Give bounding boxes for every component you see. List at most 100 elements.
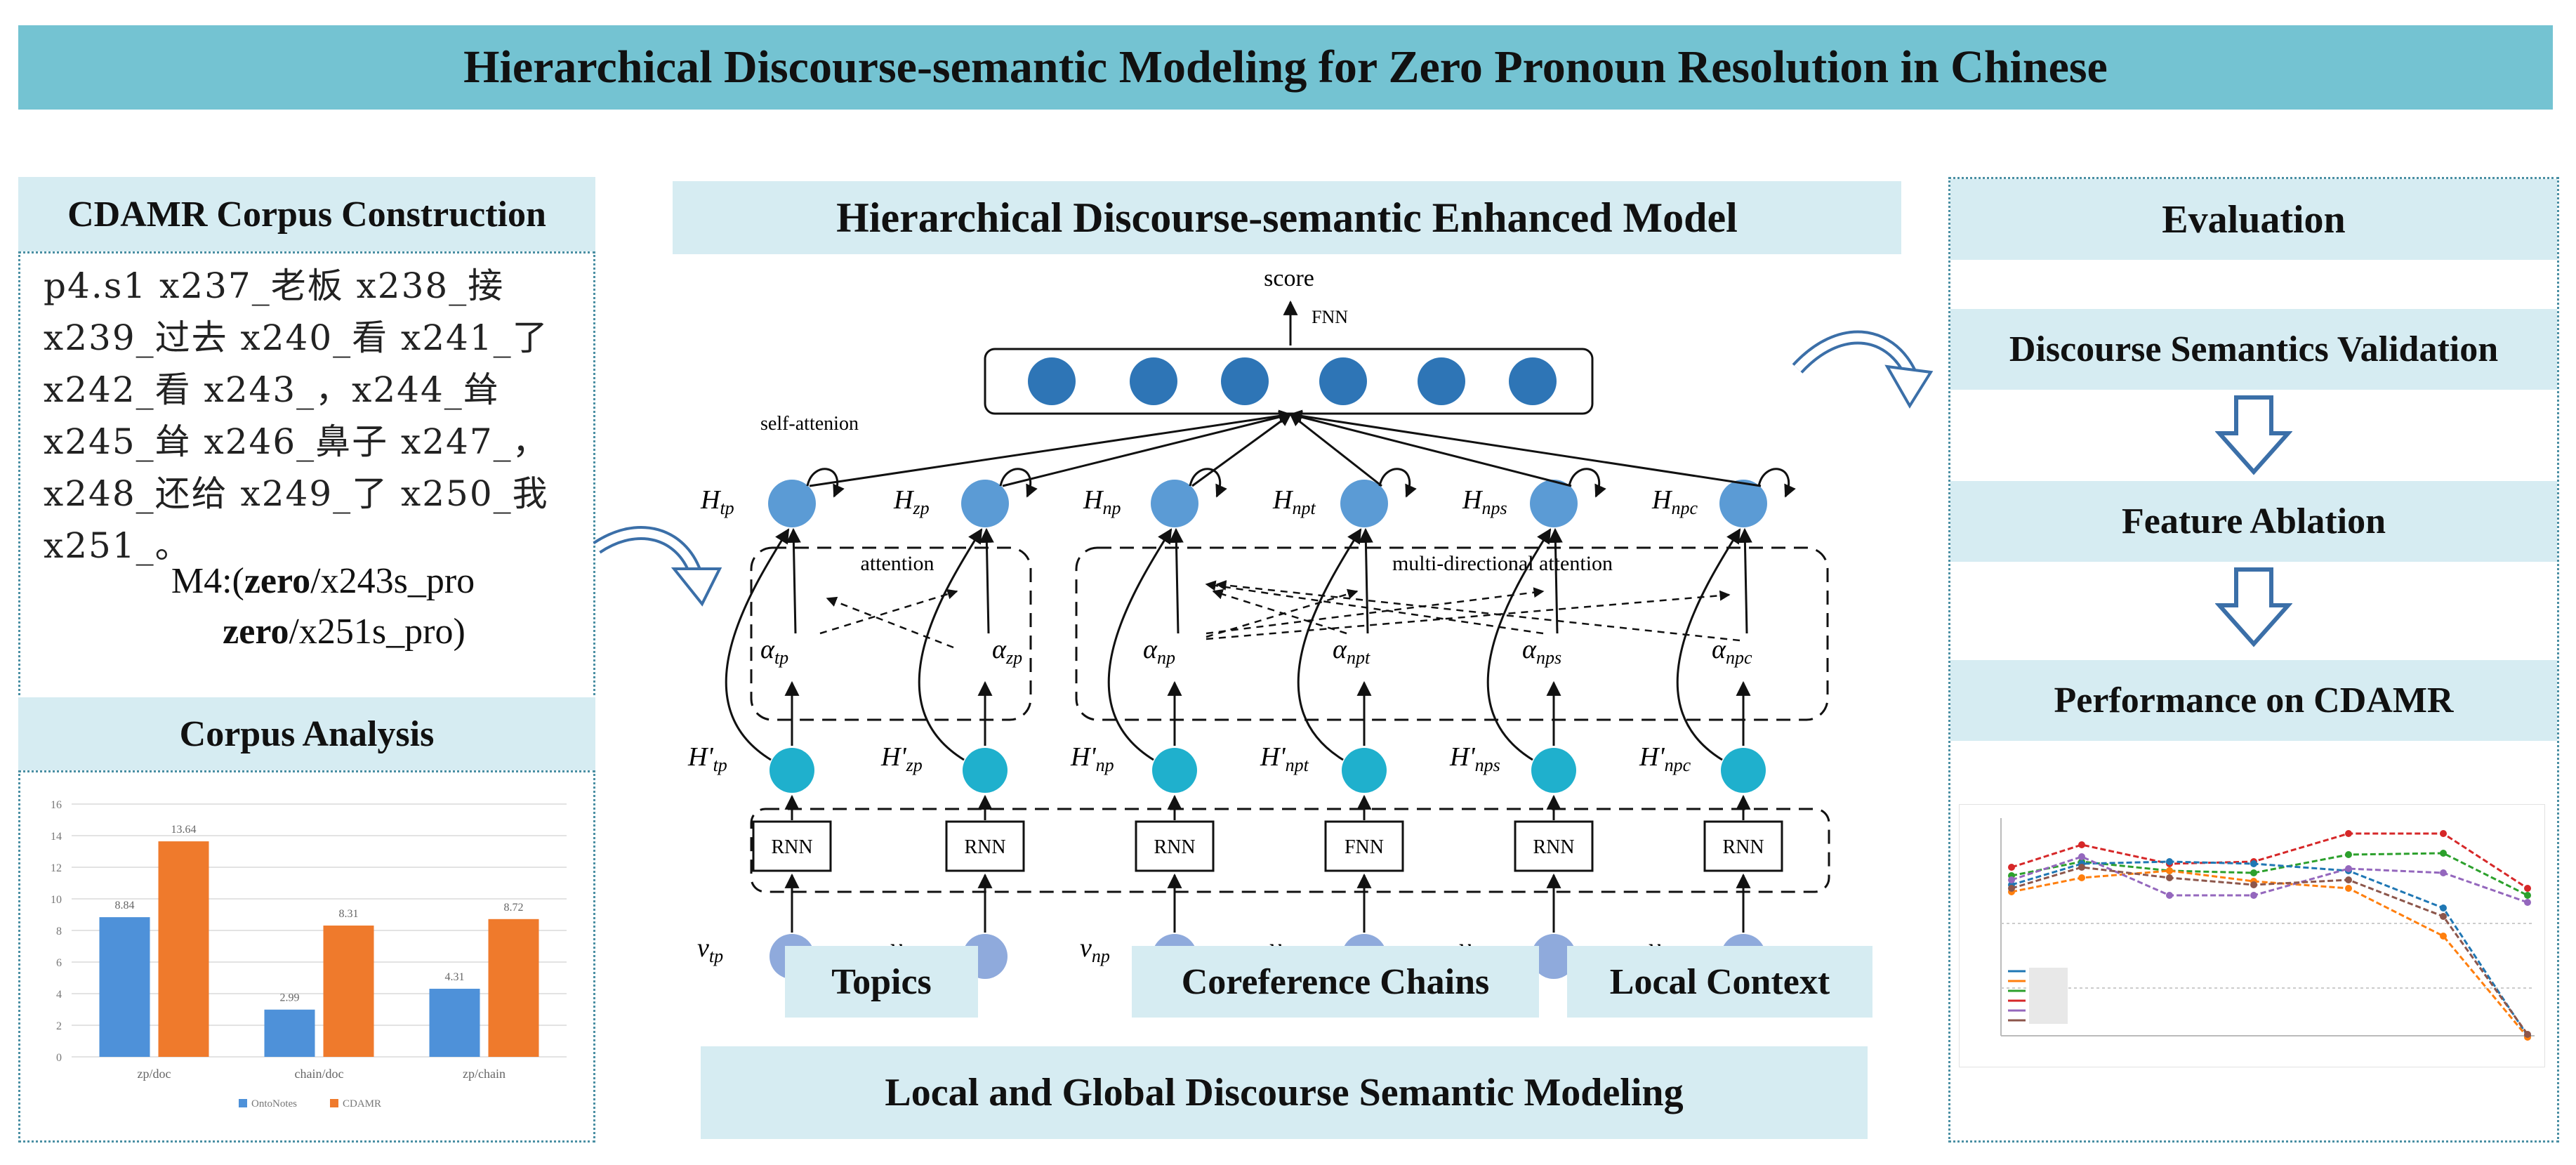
performance-step: Performance on CDAMR — [1950, 660, 2557, 741]
topics-label: Topics — [785, 946, 978, 1018]
corpus-construction-header: CDAMR Corpus Construction — [18, 177, 595, 251]
encoder-box-tp — [752, 820, 832, 872]
evaluation-header: Evaluation — [1950, 179, 2557, 260]
hprime-label-np: H'np — [1070, 742, 1114, 775]
m4-prefix: M4:( — [171, 561, 244, 601]
h-node-npt — [1340, 480, 1388, 527]
perf-point — [2078, 874, 2085, 881]
encoder-box-npc — [1703, 820, 1783, 872]
bar-ontonotes-1 — [264, 1009, 315, 1057]
corpus-example-text: p4.s1 x237_老板 x238_接 x239_过去 x240_看 x241… — [44, 265, 549, 566]
bar-value-label: 4.31 — [445, 971, 465, 983]
encoder-box-npt — [1324, 820, 1404, 872]
legend-label: OntoNotes — [251, 1098, 297, 1110]
perf-point — [2250, 881, 2257, 888]
y-tick-label: 0 — [56, 1052, 62, 1064]
alpha-label-nps: αnps — [1522, 635, 1561, 668]
arrow-alpha-to-h — [1168, 527, 1184, 634]
attention-region — [750, 546, 1032, 721]
arrow-alpha-to-h — [979, 527, 994, 634]
hprime-node-npc — [1721, 748, 1766, 793]
m4-part-2: /x251s_pro) — [289, 612, 465, 652]
perf-point — [2250, 860, 2257, 867]
perf-point — [2166, 867, 2173, 874]
perf-point — [2345, 876, 2352, 883]
perf-point — [2345, 851, 2352, 858]
local-context-label: Local Context — [1567, 946, 1872, 1018]
perf-point — [2524, 885, 2531, 892]
y-tick-label: 10 — [51, 894, 62, 906]
perf-point — [2008, 876, 2015, 883]
self-loop — [1378, 468, 1417, 498]
attention-arrows — [819, 579, 1741, 649]
m4-zero-1: zero — [244, 561, 311, 601]
y-tick-label: 12 — [51, 862, 62, 874]
bar-value-label: 8.84 — [115, 900, 135, 911]
arrow-alpha-to-h — [1547, 527, 1563, 634]
bar-ontonotes-2 — [429, 989, 480, 1057]
encoder-label: FNN — [1345, 836, 1384, 858]
perf-point — [2250, 869, 2257, 876]
fusion-arrow — [1002, 411, 1292, 487]
h-label-npc: Hnpc — [1651, 485, 1698, 518]
performance-legend — [2008, 968, 2068, 1024]
perf-point — [2524, 1031, 2531, 1038]
bar-cdamr-0 — [158, 841, 209, 1057]
output-node — [1130, 357, 1177, 405]
attention-arrow — [1212, 588, 1347, 635]
perf-point — [2440, 904, 2447, 911]
y-tick-label: 2 — [56, 1020, 62, 1032]
bar-cdamr-1 — [323, 926, 374, 1057]
fusion-arrows — [809, 409, 1762, 487]
hprime-node-np — [1152, 748, 1197, 793]
output-nodes — [1028, 357, 1557, 405]
y-tick-label: 16 — [51, 799, 62, 811]
self-loop — [1568, 468, 1606, 498]
encoder-box-nps — [1514, 820, 1594, 872]
chart-legend: OntoNotes CDAMR — [239, 1098, 381, 1110]
bar-value-label: 13.64 — [171, 824, 197, 836]
bar-ontonotes-0 — [99, 917, 150, 1057]
attention-arrow — [1206, 590, 1731, 640]
x-category-label: chain/doc — [295, 1067, 344, 1081]
alpha-label-npt: αnpt — [1333, 635, 1370, 668]
perf-point — [2440, 869, 2447, 876]
hprime-label-npc: H'npc — [1639, 742, 1691, 775]
perf-point — [2440, 850, 2447, 857]
alpha-label-zp: αzp — [992, 635, 1022, 668]
zero-pronoun-annotation: M4:(zero/x243s_pro zero/x251s_pro) — [77, 556, 569, 657]
legend-label: CDAMR — [343, 1098, 381, 1110]
fusion-arrow — [1289, 411, 1572, 487]
perf-point — [2345, 885, 2352, 892]
attention-arrow — [826, 596, 954, 649]
fusion-arrow — [809, 409, 1292, 487]
encoder-box-np — [1135, 820, 1215, 872]
h-node-np — [1151, 480, 1198, 527]
h-node-nps — [1530, 480, 1578, 527]
encoder-box-zp — [945, 820, 1025, 872]
page-title: Hierarchical Discourse-semantic Modeling… — [18, 25, 2553, 110]
discourse-semantics-validation-step: Discourse Semantics Validation — [1950, 309, 2557, 390]
hprime-node-zp — [963, 748, 1008, 793]
residual-arrow — [725, 528, 790, 761]
legend-swatch — [239, 1099, 247, 1107]
h-label-np: Hnp — [1083, 485, 1121, 518]
feature-ablation-step: Feature Ablation — [1950, 481, 2557, 562]
fusion-arrow — [1289, 409, 1762, 487]
perf-point — [2524, 892, 2531, 899]
x-category-label: zp/chain — [463, 1067, 506, 1081]
residual-arrow — [1297, 528, 1362, 761]
attention-arrow — [1205, 580, 1544, 635]
model-header: Hierarchical Discourse-semantic Enhanced… — [673, 181, 1901, 254]
encoder-label: RNN — [1722, 836, 1764, 858]
y-tick-label: 14 — [51, 831, 62, 843]
output-node — [1319, 357, 1367, 405]
curved-arrow-left-icon — [593, 525, 722, 607]
perf-point — [2440, 933, 2447, 940]
output-layer — [984, 348, 1594, 415]
hprime-label-zp: H'zp — [880, 742, 923, 775]
attention-label: attention — [861, 552, 934, 575]
perf-point — [2440, 830, 2447, 837]
perf-point — [2524, 899, 2531, 906]
self-loop — [1757, 468, 1796, 498]
